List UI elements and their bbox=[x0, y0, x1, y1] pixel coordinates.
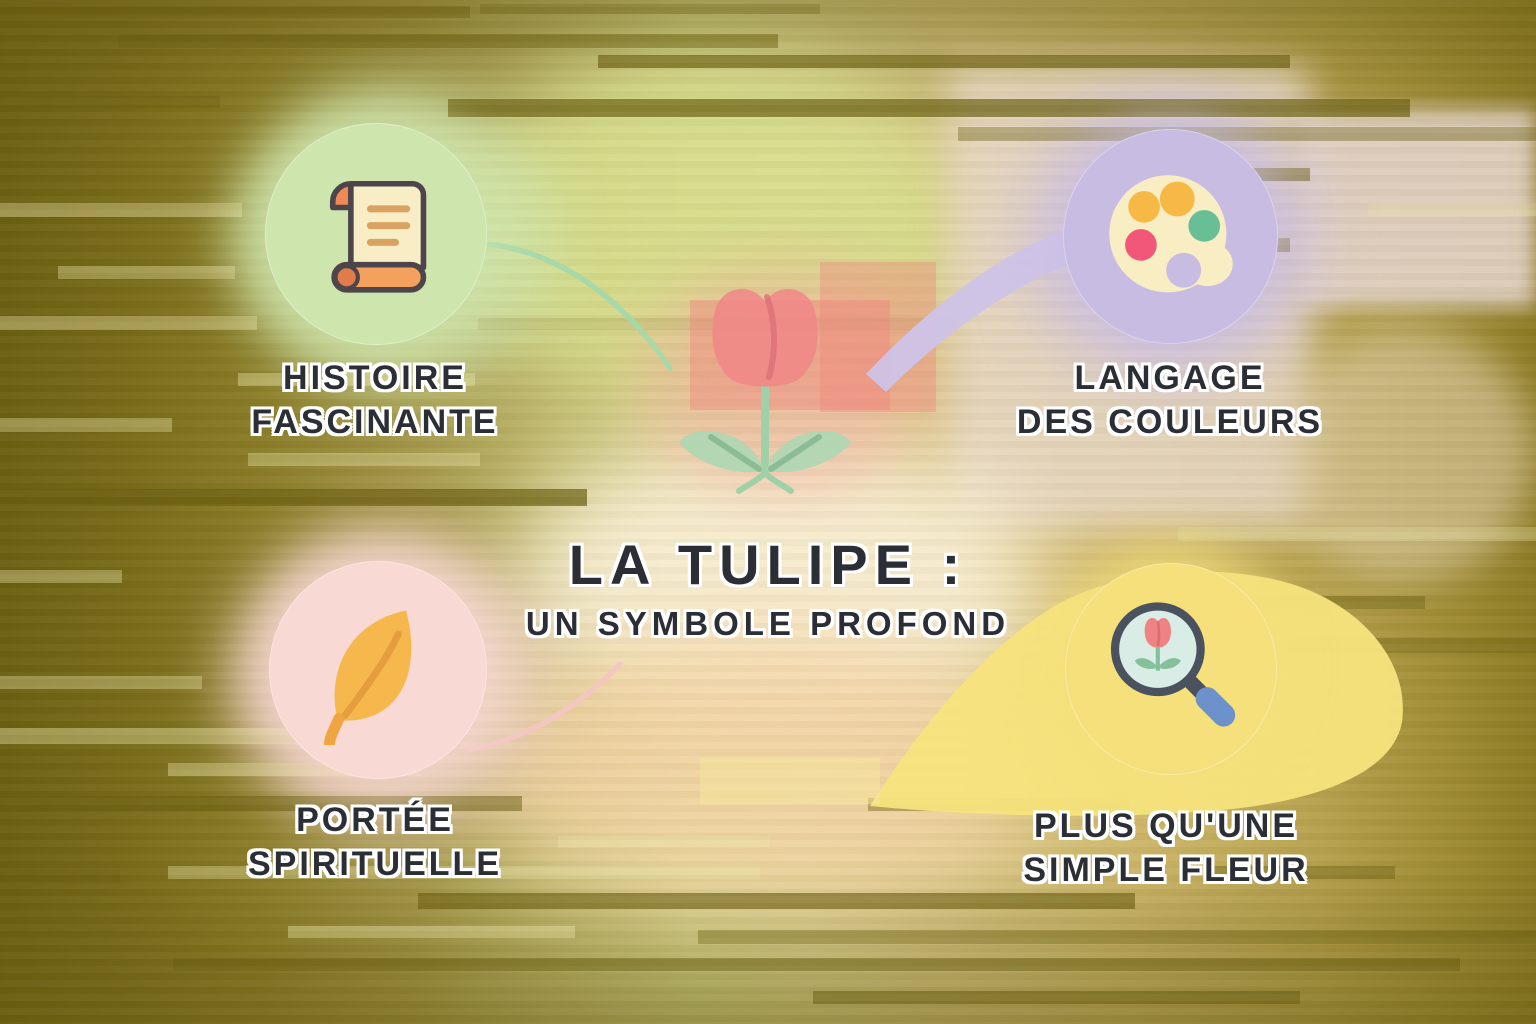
glitch-stripe bbox=[0, 203, 242, 217]
glitch-stripe bbox=[698, 930, 1536, 944]
glitch-stripe bbox=[1178, 527, 1536, 541]
glitch-stripe bbox=[168, 866, 760, 879]
leaf-vein bbox=[341, 630, 402, 719]
glitch-stripe bbox=[58, 266, 235, 279]
node-circle-portee bbox=[269, 561, 487, 779]
glitch-stripe bbox=[118, 34, 778, 48]
leaf-icon bbox=[324, 610, 412, 745]
glitch-stripe bbox=[1213, 866, 1395, 879]
tulip-leaf-vein bbox=[768, 434, 822, 472]
tulip-leaf-vein bbox=[708, 434, 762, 472]
glitch-stripe bbox=[558, 836, 770, 848]
main-title: LA TULIPE : UN SYMBOLE PROFOND bbox=[418, 536, 1118, 642]
glitch-stripe bbox=[0, 316, 257, 330]
glitch-stripe bbox=[248, 453, 480, 466]
node-label-langage: LANGAGE DES COULEURS bbox=[970, 356, 1370, 444]
scroll-roll-curl bbox=[333, 264, 360, 291]
glitch-stripe bbox=[0, 870, 120, 884]
glitch-stripe bbox=[480, 4, 820, 14]
palette-icon bbox=[1108, 174, 1233, 292]
label-line: DES COULEURS bbox=[1016, 403, 1324, 441]
glitch-stripe bbox=[238, 373, 475, 386]
scroll-text-lines bbox=[366, 205, 411, 246]
title-line-2: UN SYMBOLE PROFOND bbox=[525, 605, 1011, 642]
pink-connector bbox=[465, 661, 623, 753]
tulip-tuft bbox=[762, 470, 794, 494]
label-line: PLUS QU'UNE bbox=[1034, 807, 1298, 845]
glitch-stripe bbox=[0, 676, 202, 689]
node-circle-histoire bbox=[265, 123, 487, 345]
leaf-body bbox=[334, 610, 412, 721]
glitch-stripe bbox=[0, 96, 220, 108]
label-line: FASCINANTE bbox=[251, 403, 499, 441]
mini-tulip-leaf bbox=[1134, 658, 1158, 669]
leaf-stem bbox=[324, 712, 345, 745]
glitch-stripe bbox=[813, 991, 1300, 1004]
yellow-glitch-block bbox=[700, 758, 880, 804]
glitch-stripe bbox=[0, 489, 587, 506]
glitch-stripe bbox=[0, 418, 172, 432]
glitch-stripe bbox=[0, 728, 302, 744]
magnifier-handle bbox=[1195, 687, 1236, 727]
glitch-stripe bbox=[448, 99, 1410, 117]
label-line: LANGAGE bbox=[1074, 359, 1266, 397]
tulip-bloom bbox=[712, 288, 818, 387]
node-label-plus: PLUS QU'UNE SIMPLE FLEUR bbox=[966, 804, 1366, 892]
glitch-stripe bbox=[418, 893, 1135, 909]
tulip-leaf-left bbox=[679, 431, 763, 473]
glitch-stripe bbox=[598, 55, 1290, 68]
scroll-top-curl bbox=[329, 180, 354, 211]
title-line-1: LA TULIPE : bbox=[568, 533, 968, 596]
tulip-icon bbox=[679, 288, 851, 494]
label-line: PORTÉE bbox=[296, 801, 454, 839]
node-label-histoire: HISTOIRE FASCINANTE bbox=[175, 356, 575, 444]
mini-tulip-leaf bbox=[1157, 658, 1181, 669]
node-circle-plus bbox=[1065, 563, 1277, 775]
glitch-stripe bbox=[0, 570, 122, 583]
magnifier-tulip-icon bbox=[1110, 602, 1236, 727]
glitch-stripe bbox=[0, 6, 470, 18]
node-circle-langage bbox=[1063, 129, 1278, 344]
label-line: SIMPLE FLEUR bbox=[1023, 851, 1309, 889]
label-line: SPIRITUELLE bbox=[247, 845, 503, 883]
mini-tulip-bloom bbox=[1144, 617, 1171, 648]
glitch-stripe bbox=[288, 926, 575, 938]
mini-tulip-crease bbox=[1156, 621, 1161, 647]
node-label-portee: PORTÉE SPIRITUELLE bbox=[175, 798, 575, 886]
scroll-icon bbox=[329, 180, 427, 293]
label-line: HISTOIRE bbox=[283, 359, 467, 397]
paint-dot-orange bbox=[1159, 181, 1195, 216]
bg-wash bbox=[1293, 110, 1536, 307]
paint-dot-pink bbox=[1124, 228, 1157, 261]
green-connector bbox=[484, 241, 673, 371]
lavender-connector bbox=[866, 230, 1082, 392]
glitch-stripe bbox=[1368, 203, 1536, 216]
glitch-stripe bbox=[173, 958, 1460, 971]
glitch-stripe bbox=[958, 127, 1536, 141]
glitch-stripe bbox=[0, 796, 522, 811]
tulip-tuft bbox=[736, 470, 768, 494]
tulip-leaf-right bbox=[767, 431, 851, 473]
bg-wash bbox=[1278, 328, 1536, 580]
palette-thumb-hole bbox=[1165, 252, 1201, 288]
tulip-bloom-crease bbox=[764, 294, 778, 380]
paint-dot-orange bbox=[1127, 190, 1160, 223]
paint-dot-green bbox=[1187, 209, 1220, 242]
